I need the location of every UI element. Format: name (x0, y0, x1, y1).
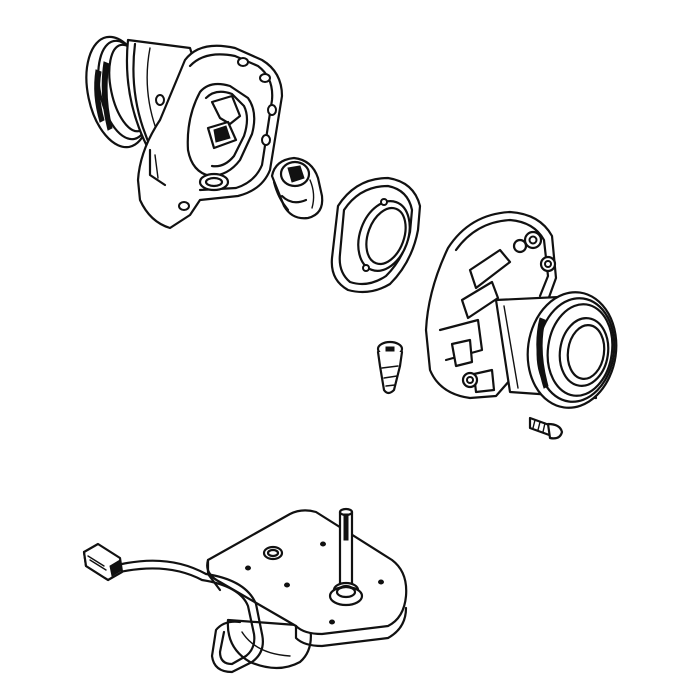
mounting-screw-long (376, 340, 404, 395)
lower-housing-assembly (424, 210, 618, 409)
upper-housing-assembly (85, 35, 284, 230)
flange-gasket (330, 176, 422, 294)
cam-coupler (270, 156, 324, 220)
mounting-screw-short (528, 416, 564, 440)
motor-base-plate-with-cable (82, 507, 408, 674)
